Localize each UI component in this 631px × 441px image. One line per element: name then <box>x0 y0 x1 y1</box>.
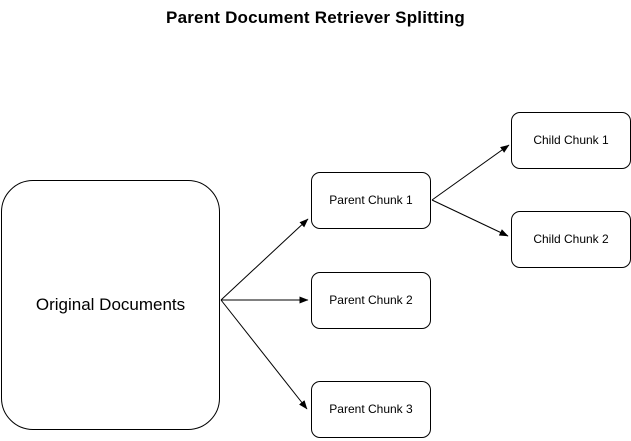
edge-original-to-parent3 <box>220 299 308 410</box>
node-parent-chunk-2-label: Parent Chunk 2 <box>329 293 413 308</box>
diagram-title: Parent Document Retriever Splitting <box>166 8 465 27</box>
node-original-documents-label: Original Documents <box>35 294 186 314</box>
node-parent-chunk-3: Parent Chunk 3 <box>311 381 431 438</box>
edge-parent1-to-child1 <box>431 144 510 201</box>
edge-parent1-to-child2 <box>431 199 509 237</box>
node-parent-chunk-1: Parent Chunk 1 <box>311 172 431 229</box>
node-child-chunk-2-label: Child Chunk 2 <box>533 232 609 247</box>
node-child-chunk-1: Child Chunk 1 <box>511 112 631 169</box>
node-parent-chunk-2: Parent Chunk 2 <box>311 272 431 329</box>
node-original-documents: Original Documents <box>1 180 220 430</box>
node-child-chunk-1-label: Child Chunk 1 <box>533 133 609 148</box>
node-parent-chunk-3-label: Parent Chunk 3 <box>329 402 413 417</box>
node-parent-chunk-1-label: Parent Chunk 1 <box>329 193 413 208</box>
edge-original-to-parent1 <box>220 218 309 301</box>
node-child-chunk-2: Child Chunk 2 <box>511 211 631 268</box>
